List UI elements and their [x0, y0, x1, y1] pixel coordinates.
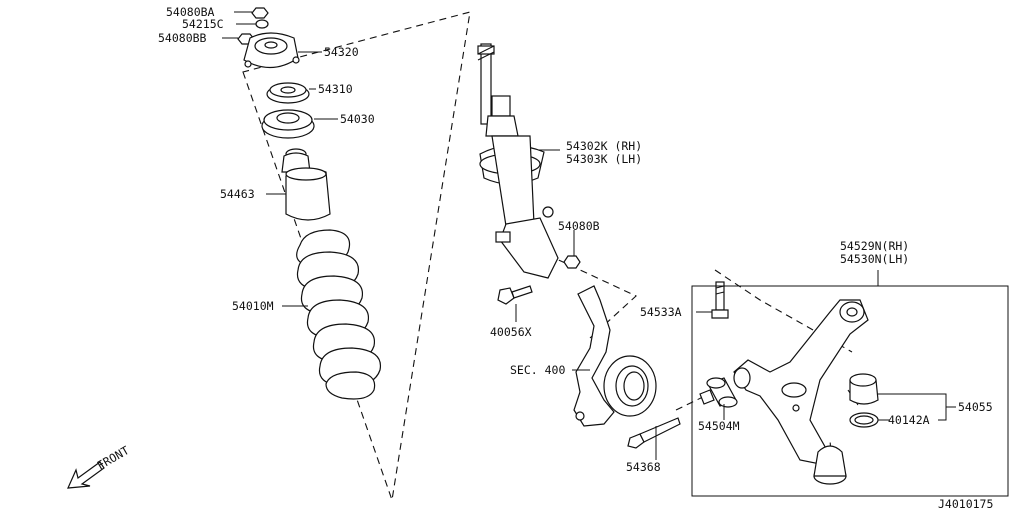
label-54080bb: 54080BB — [158, 31, 207, 45]
label-54302k: 54302K (RH) — [566, 139, 642, 153]
bearing-54310[interactable] — [266, 82, 316, 104]
bolt-40056x[interactable] — [497, 285, 533, 322]
label-54368: 54368 — [626, 460, 661, 474]
label-sec400: SEC. 400 — [510, 363, 565, 377]
label-54504m: 54504M — [698, 419, 740, 433]
label-front: FRONT — [95, 443, 132, 472]
label-54310: 54310 — [318, 82, 353, 96]
label-54530n: 54530N(LH) — [840, 252, 909, 266]
steering-knuckle-sec400[interactable] — [572, 285, 657, 427]
bushing-54504m[interactable] — [699, 377, 738, 420]
label-40056x: 40056X — [490, 325, 532, 339]
label-54529n: 54529N(RH) — [840, 239, 909, 253]
label-54320: 54320 — [324, 45, 359, 59]
label-54215c: 54215C — [182, 17, 224, 31]
group-bracket — [938, 393, 947, 421]
label-54030: 54030 — [340, 112, 375, 126]
front-arrow-icon — [67, 461, 105, 489]
bound-bumper-54463[interactable] — [266, 148, 331, 221]
label-54010m: 54010M — [232, 299, 274, 313]
strut-assembly-54302k[interactable] — [477, 43, 560, 279]
nut-54080ba[interactable] — [234, 7, 269, 19]
bolt-54368[interactable] — [627, 417, 681, 460]
label-54080ba: 54080BA — [166, 5, 215, 19]
bolt-54533a[interactable] — [696, 281, 729, 319]
bushing-54055[interactable] — [849, 373, 938, 405]
label-54533a: 54533A — [640, 305, 682, 319]
label-54303k: 54303K (LH) — [566, 152, 642, 166]
strut-mount-54320[interactable] — [243, 32, 322, 69]
washer-54215c[interactable] — [236, 19, 269, 29]
lower-arm-54529n[interactable] — [691, 270, 1009, 497]
spring-seat-54030[interactable] — [261, 109, 338, 139]
coil-spring-54010m[interactable] — [282, 229, 382, 400]
label-54055: 54055 — [958, 400, 993, 414]
label-40142a: 40142A — [888, 413, 930, 427]
label-54463: 54463 — [220, 187, 255, 201]
nut-54080b[interactable] — [563, 230, 581, 269]
diagram-id: J4010175 — [938, 497, 993, 511]
snap-ring-40142a[interactable] — [849, 412, 890, 428]
label-54080b: 54080B — [558, 219, 600, 233]
